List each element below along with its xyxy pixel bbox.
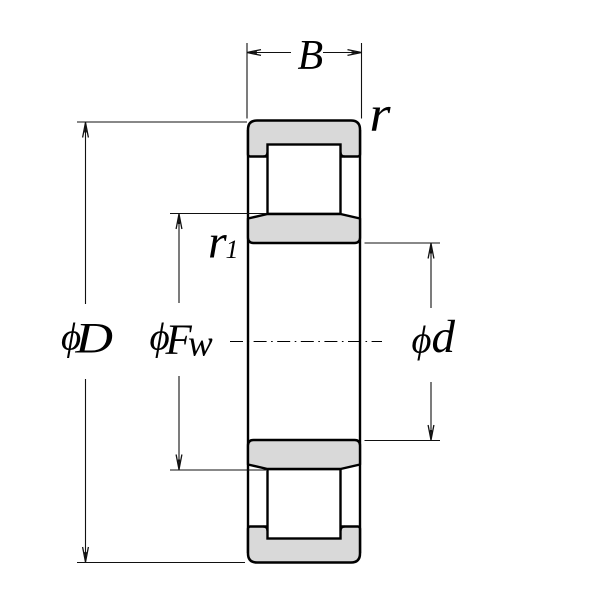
svg-text:ϕ: ϕ (61, 316, 81, 359)
svg-text:r: r (208, 216, 227, 269)
svg-text:1: 1 (226, 235, 239, 264)
svg-text:B: B (298, 33, 324, 79)
svg-text:d: d (432, 311, 456, 363)
svg-text:ϕ: ϕ (412, 319, 432, 361)
svg-text:r: r (370, 87, 391, 143)
svg-text:F: F (165, 317, 193, 364)
svg-text:D: D (74, 316, 113, 363)
svg-text:ϕ: ϕ (150, 316, 170, 359)
svg-text:w: w (188, 324, 213, 365)
